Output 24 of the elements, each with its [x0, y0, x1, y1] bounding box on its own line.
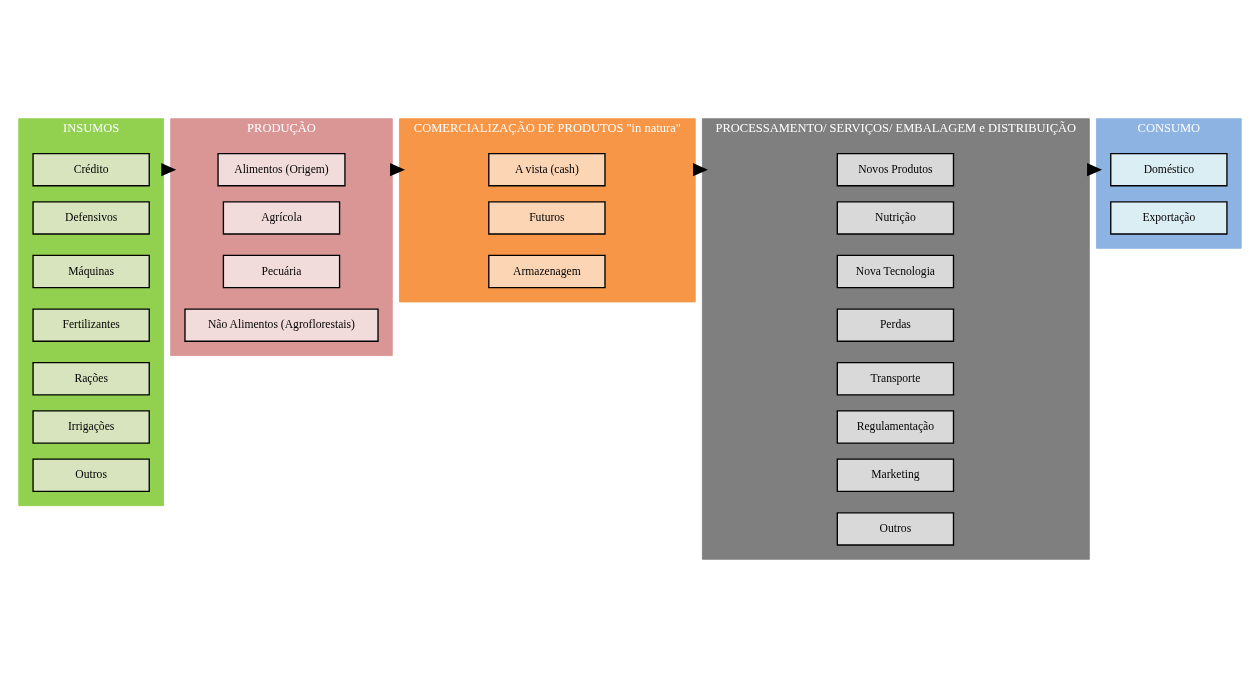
- node-box: Irrigações: [32, 409, 150, 444]
- node-box: Fertilizantes: [32, 307, 150, 342]
- node-box: Perdas: [836, 307, 955, 342]
- node-box: Doméstico: [1110, 152, 1228, 186]
- node-box: Outros: [836, 511, 955, 546]
- node-box: Novos Produtos: [836, 152, 955, 186]
- node-box: Nutrição: [836, 200, 955, 235]
- node-box: Agrícola: [222, 200, 341, 235]
- node-box: Regulamentação: [836, 409, 955, 444]
- node-box: Exportação: [1110, 200, 1228, 235]
- node-box: Futuros: [488, 200, 606, 235]
- node-box: Armazenagem: [488, 254, 606, 288]
- node-box: Pecuária: [222, 254, 341, 288]
- node-box: A vista (cash): [488, 152, 606, 186]
- node-box: Outros: [32, 458, 150, 492]
- node-box: Nova Tecnologia: [836, 254, 955, 288]
- node-box: Marketing: [836, 458, 955, 492]
- node-box: Máquinas: [32, 254, 150, 288]
- node-box: Alimentos (Origem): [217, 152, 346, 186]
- node-box: Crédito: [32, 152, 150, 186]
- node-box: Rações: [32, 361, 150, 396]
- node-box: Defensivos: [32, 200, 150, 235]
- node-box: Não Alimentos (Agroflorestais): [184, 307, 379, 342]
- node-box: Transporte: [836, 361, 955, 396]
